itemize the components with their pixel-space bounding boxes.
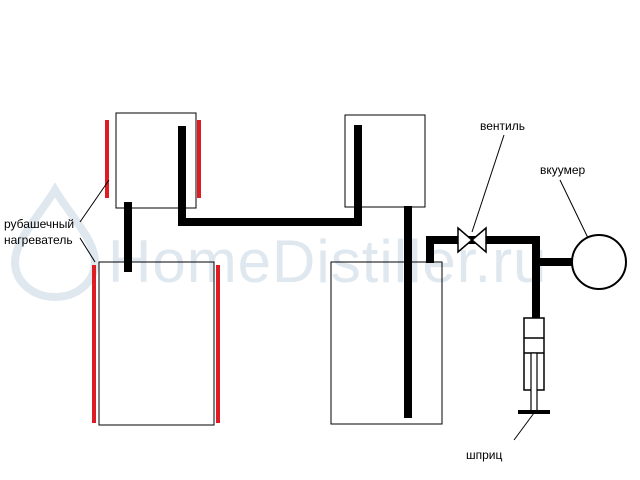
right-bottom-vessel <box>330 261 443 425</box>
valve-icon <box>457 226 487 254</box>
heater-strip-bottom-left <box>92 265 96 423</box>
pipe-transfer-horizontal <box>178 218 362 226</box>
left-bottom-vessel <box>98 261 215 426</box>
left-top-vessel <box>115 112 197 209</box>
vacuum-gauge-icon <box>571 234 627 290</box>
right-top-vessel <box>344 114 426 208</box>
pipe-dip-tube <box>404 206 412 418</box>
pipe-left-connector <box>124 202 132 272</box>
pipe-to-gauge <box>532 258 572 266</box>
syringe-plunger-rod <box>530 352 538 412</box>
jacket-heater-label-line2: нагреватель <box>4 233 73 247</box>
leader-lines <box>79 134 589 441</box>
pipe-left-riser <box>178 126 186 226</box>
heater-strip-top-left <box>105 120 109 198</box>
pipe-vacuum-down <box>532 236 540 322</box>
jacket-heater <box>92 120 220 423</box>
watermark-drop-icon <box>10 182 100 302</box>
heater-strip-bottom-right <box>216 265 220 423</box>
pipe-vacuum-stub <box>426 236 434 263</box>
syringe-thumb-rest <box>518 410 550 414</box>
syringe-label: шприц <box>466 448 503 462</box>
vacuum-gauge-label: вкуумер <box>540 163 586 177</box>
jacket-heater-label-line1: рубашечный <box>4 217 74 231</box>
heater-strip-top-right <box>197 120 201 198</box>
valve-label: вентиль <box>480 119 525 133</box>
pipe-right-riser <box>354 125 362 226</box>
syringe-icon <box>518 317 550 414</box>
